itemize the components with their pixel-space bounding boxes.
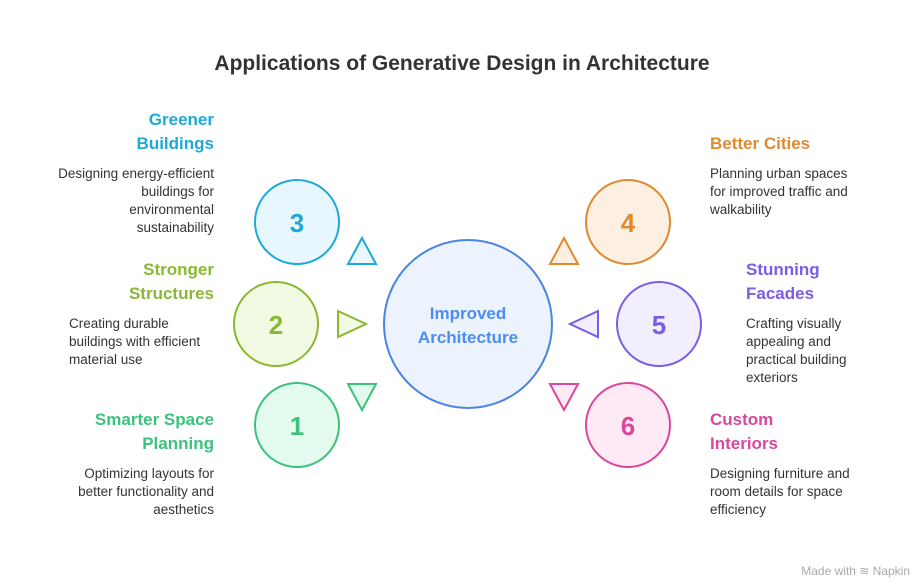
node-2: 2 <box>233 281 369 367</box>
item-5-block: Stunning Facades Crafting visually appea… <box>746 258 876 387</box>
svg-text:4: 4 <box>621 208 636 238</box>
item-title: Smarter Space Planning <box>94 410 214 453</box>
node-5: 5 <box>567 281 702 367</box>
arrow-triangle-4 <box>548 235 580 265</box>
item-title: Greener Buildings <box>136 110 214 153</box>
item-desc: Crafting visually appealing and practica… <box>746 316 847 385</box>
item-6-block: Custom Interiors Designing furniture and… <box>710 408 870 519</box>
arrow-triangle-6 <box>548 383 580 413</box>
svg-text:5: 5 <box>652 310 666 340</box>
item-desc: Designing energy-efficient buildings for… <box>58 166 214 235</box>
item-desc: Planning urban spaces for improved traff… <box>710 166 848 217</box>
item-desc: Optimizing layouts for better functional… <box>78 466 214 517</box>
center-circle <box>383 239 553 409</box>
napkin-watermark: Made with ≋ Napkin <box>801 564 910 578</box>
arrow-triangle-2 <box>337 309 369 339</box>
item-title: Stunning Facades <box>746 260 820 303</box>
item-title: Better Cities <box>710 134 811 153</box>
arrow-triangle-5 <box>567 309 599 339</box>
item-title: Custom Interiors <box>710 410 779 453</box>
item-1-block: Smarter Space Planning Optimizing layout… <box>54 408 214 519</box>
node-4: 4 <box>548 179 671 265</box>
item-desc: Creating durable buildings with efficien… <box>69 316 201 367</box>
item-3-block: Greener Buildings Designing energy-effic… <box>54 108 214 237</box>
arrow-triangle-3 <box>346 235 378 265</box>
center-label-1: Improved <box>430 304 507 323</box>
item-desc: Designing furniture and room details for… <box>710 466 850 517</box>
svg-text:3: 3 <box>290 208 304 238</box>
node-6: 6 <box>548 382 671 468</box>
node-1: 1 <box>254 382 378 468</box>
item-4-block: Better Cities Planning urban spaces for … <box>710 132 870 219</box>
item-title: Stronger Structures <box>128 260 214 303</box>
item-2-block: Stronger Structures Creating durable bui… <box>54 258 214 369</box>
node-3: 3 <box>254 179 378 265</box>
arrow-triangle-1 <box>346 383 378 413</box>
svg-text:6: 6 <box>621 411 635 441</box>
center-label-2: Architecture <box>418 328 518 347</box>
svg-text:2: 2 <box>269 310 283 340</box>
diagram-title: Applications of Generative Design in Arc… <box>214 52 710 75</box>
svg-text:1: 1 <box>290 411 304 441</box>
